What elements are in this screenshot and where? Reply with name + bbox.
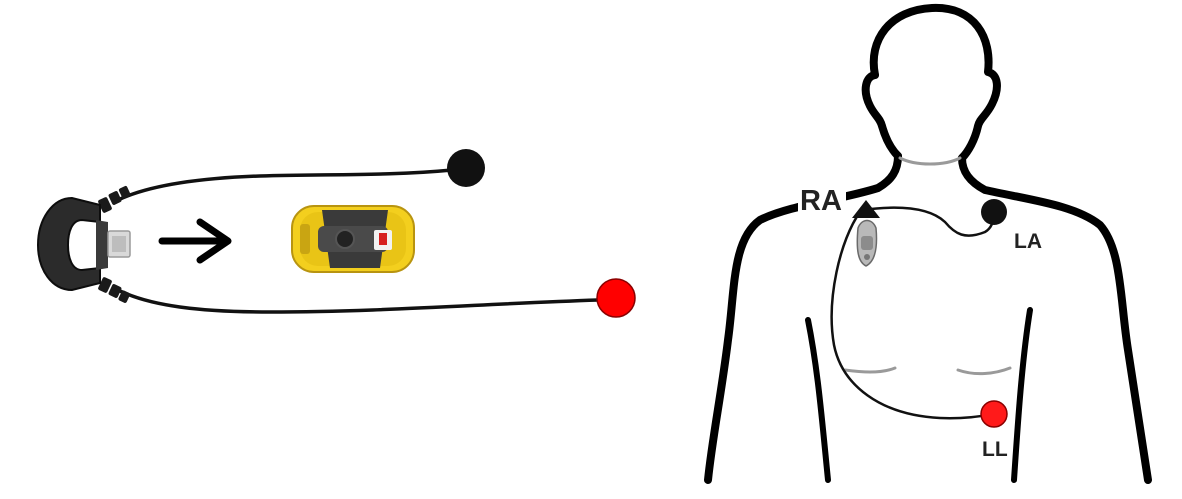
chest-device-icon bbox=[856, 219, 878, 267]
cable-assembly bbox=[36, 149, 636, 318]
lead-wire-red bbox=[117, 288, 599, 314]
cable-connector-icon bbox=[36, 196, 131, 292]
torso-detail-lines bbox=[805, 307, 1033, 483]
right-arrow-icon bbox=[158, 218, 232, 264]
ra-label-background bbox=[798, 184, 846, 214]
ecg-recorder-device-icon bbox=[291, 205, 415, 273]
torso-lead-wires bbox=[830, 206, 996, 420]
electrode-la bbox=[981, 199, 1007, 225]
label-ll: LL bbox=[982, 438, 1008, 461]
lead-wire-black bbox=[117, 168, 453, 202]
electrode-black bbox=[447, 149, 485, 187]
electrode-red bbox=[596, 278, 636, 318]
torso-shading bbox=[843, 156, 1012, 376]
label-la: LA bbox=[1014, 230, 1042, 253]
electrode-ra bbox=[852, 200, 880, 218]
strain-relief-upper bbox=[98, 186, 131, 213]
electrode-ll bbox=[980, 400, 1008, 428]
torso-outline bbox=[704, 3, 1152, 484]
strain-relief-lower bbox=[98, 277, 130, 303]
label-ra: RA bbox=[800, 185, 842, 217]
